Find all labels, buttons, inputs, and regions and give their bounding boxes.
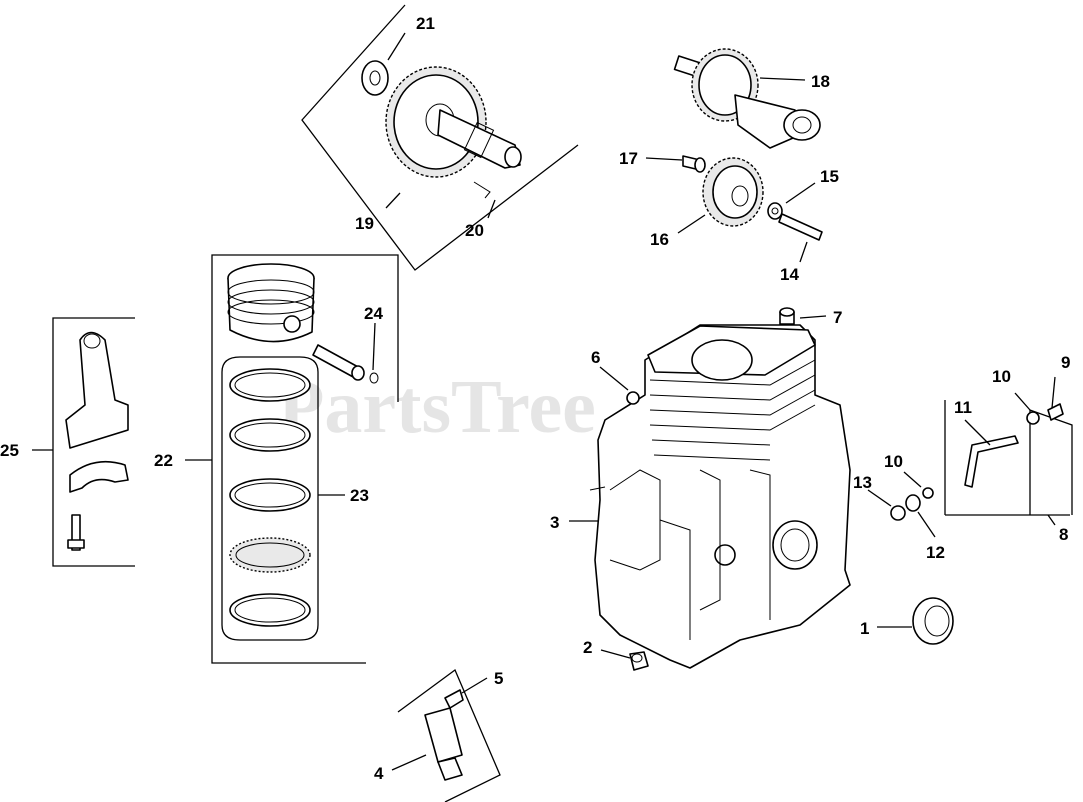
balancer-group — [673, 48, 823, 241]
callout-16: 16 — [650, 230, 669, 249]
callout-14: 14 — [780, 265, 799, 284]
leader-lines — [32, 32, 1056, 771]
callout-1: 1 — [860, 619, 869, 638]
callout-3: 3 — [550, 513, 559, 532]
camshaft-group — [301, 4, 579, 271]
watermark: PartsTree — [278, 365, 596, 449]
callout-12: 12 — [926, 543, 945, 562]
callout-labels: 1 2 3 4 5 6 7 8 9 10 10 11 12 13 14 15 1… — [0, 14, 1070, 783]
callout-6: 6 — [591, 348, 600, 367]
callout-2: 2 — [583, 638, 592, 657]
callout-9: 9 — [1061, 353, 1070, 372]
connecting-rod-group — [52, 317, 135, 567]
callout-23: 23 — [350, 486, 369, 505]
callout-10a: 10 — [992, 367, 1011, 386]
oil-sensor-group — [397, 668, 501, 802]
callout-20: 20 — [465, 221, 484, 240]
crankcase-group — [589, 324, 851, 669]
drain-plug-2 — [629, 651, 649, 671]
callout-8: 8 — [1059, 525, 1068, 544]
piston-group — [211, 254, 399, 664]
callout-15: 15 — [820, 167, 839, 186]
callout-11: 11 — [954, 398, 972, 417]
breather-group — [890, 400, 1073, 521]
callout-13: 13 — [853, 473, 872, 492]
callout-4: 4 — [374, 764, 384, 783]
callout-24: 24 — [364, 304, 383, 323]
callout-10b: 10 — [884, 452, 903, 471]
callout-7: 7 — [833, 308, 842, 327]
dowel-pin-7 — [779, 307, 795, 325]
callout-25: 25 — [0, 441, 19, 460]
callout-22: 22 — [154, 451, 173, 470]
callout-21: 21 — [416, 14, 435, 33]
callout-5: 5 — [494, 669, 503, 688]
oil-seal-1 — [912, 597, 954, 645]
callout-18: 18 — [811, 72, 830, 91]
callout-19: 19 — [355, 214, 374, 233]
callout-17: 17 — [619, 149, 638, 168]
